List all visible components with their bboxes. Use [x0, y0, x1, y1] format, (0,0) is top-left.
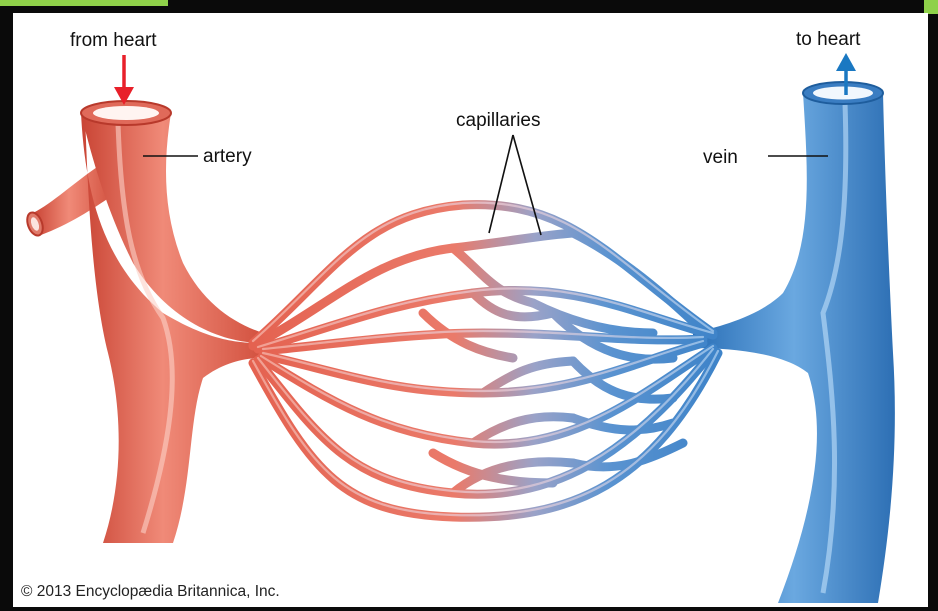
capillary-network	[253, 203, 718, 518]
capillaries-leader-line-right	[513, 135, 541, 235]
frame-accent-left	[0, 0, 168, 6]
from-heart-label: from heart	[70, 30, 157, 52]
copyright-notice: © 2013 Encyclopædia Britannica, Inc.	[21, 583, 280, 601]
capillary-bed-diagram	[13, 13, 928, 607]
diagram-panel: from heart to heart artery capillaries v…	[13, 13, 928, 607]
frame-accent-right	[924, 0, 938, 14]
vein-label: vein	[703, 147, 738, 169]
to-heart-label: to heart	[796, 29, 860, 51]
capillaries-leader-line-left	[489, 135, 513, 233]
capillaries-label: capillaries	[456, 110, 540, 132]
artery-label: artery	[203, 146, 252, 168]
arrow-into-artery-icon	[114, 55, 134, 105]
